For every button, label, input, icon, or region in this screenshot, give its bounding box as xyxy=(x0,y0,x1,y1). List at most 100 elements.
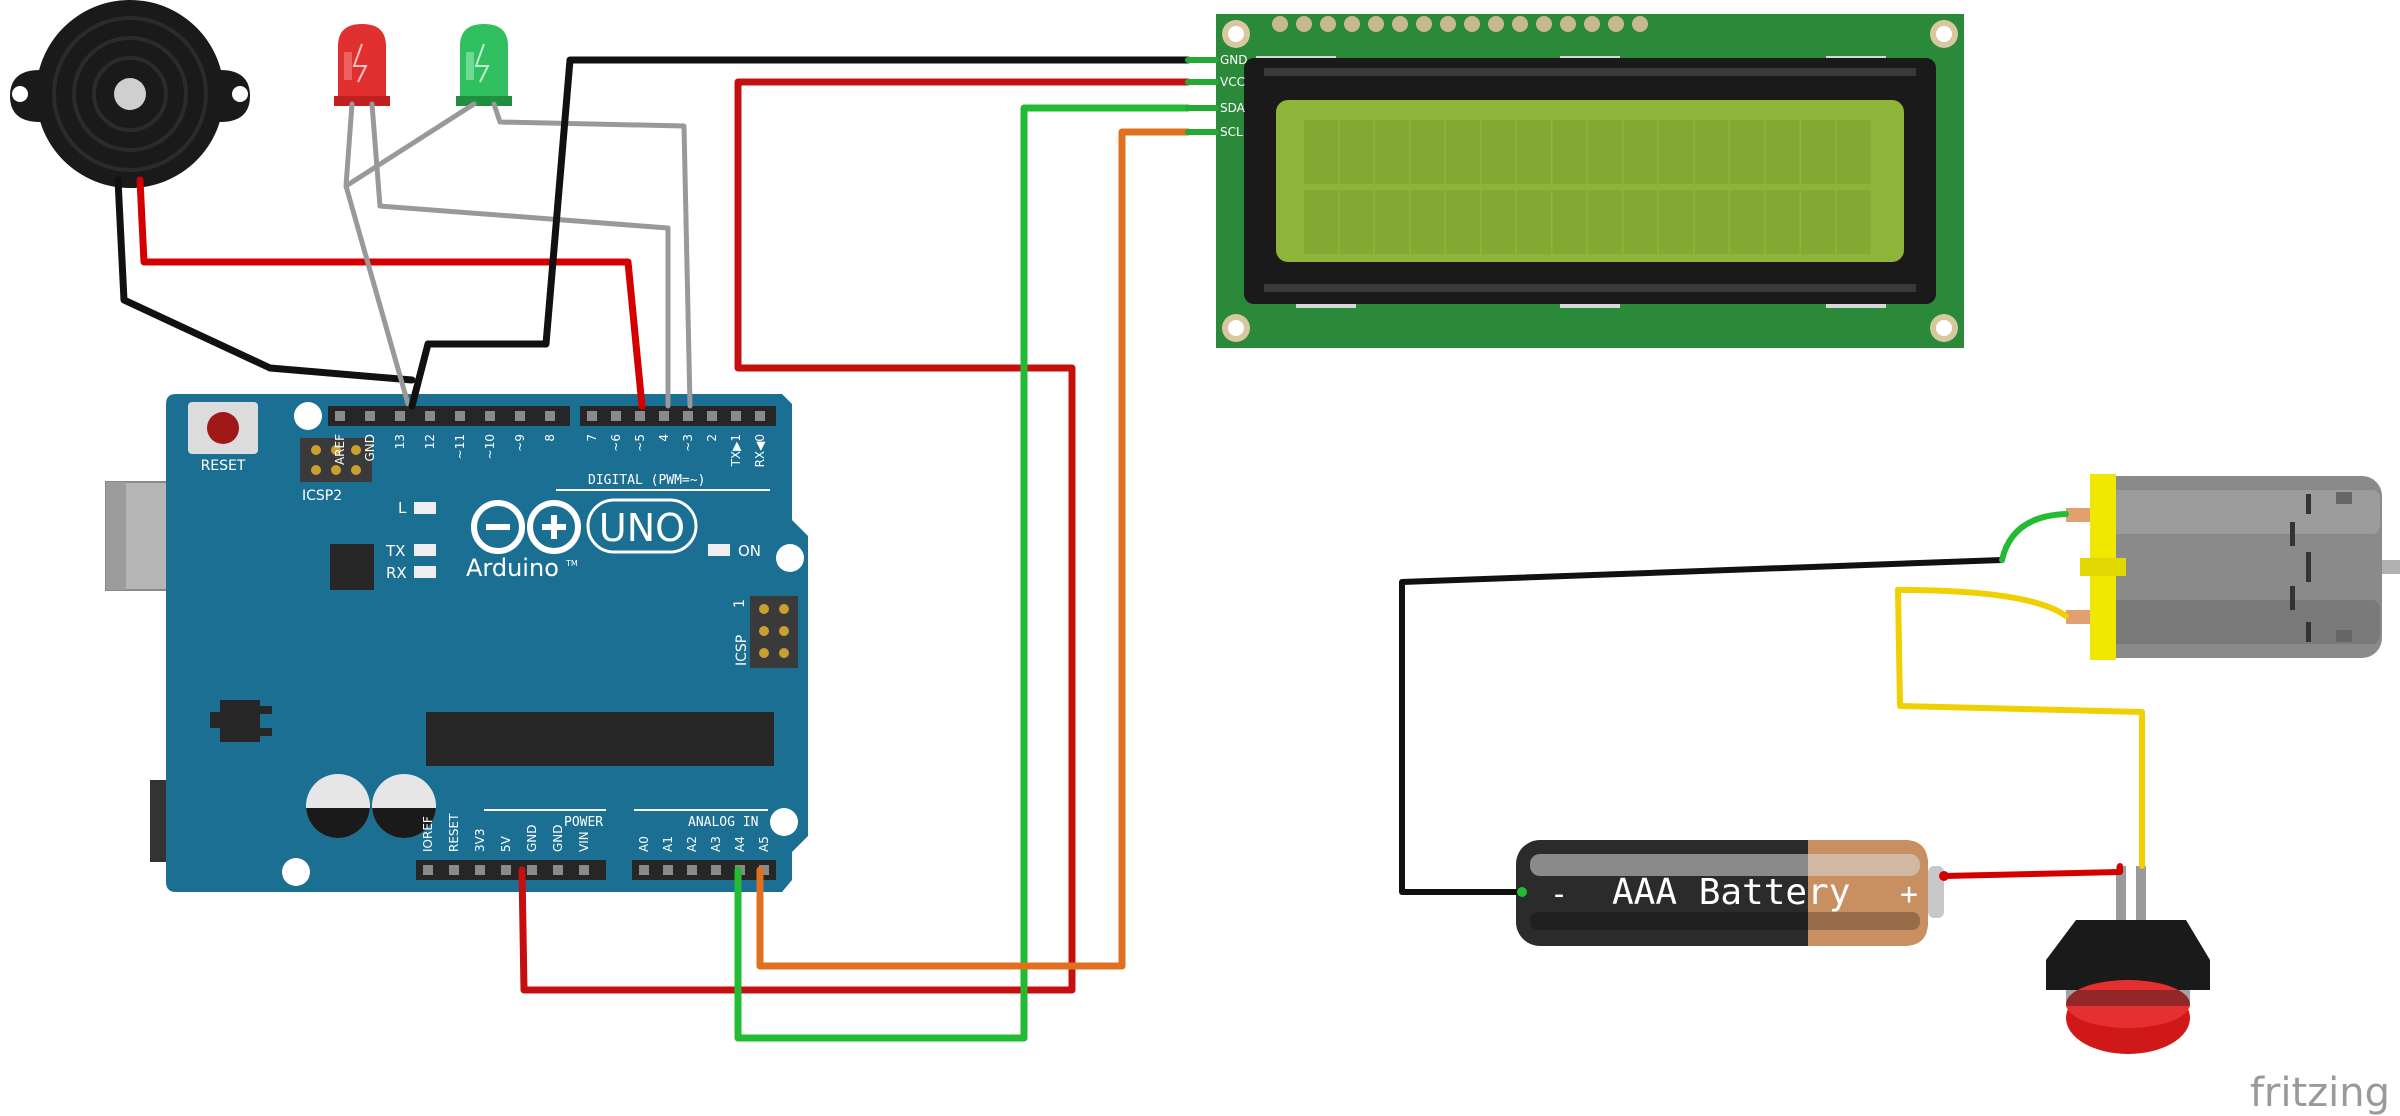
lcd-header-pin xyxy=(1488,16,1504,32)
header-pin[interactable] xyxy=(423,865,433,875)
lcd-header-pin xyxy=(1536,16,1552,32)
header-pin[interactable] xyxy=(579,865,589,875)
led-tx xyxy=(414,544,436,556)
lcd-header-pin xyxy=(1368,16,1384,32)
wire-buzzer-black[interactable] xyxy=(114,176,416,384)
piezo-buzzer[interactable] xyxy=(10,0,250,188)
wire-lcd-gnd[interactable] xyxy=(408,56,1192,410)
header-pin[interactable] xyxy=(455,411,465,421)
header-pin[interactable] xyxy=(365,411,375,421)
header-pin[interactable] xyxy=(659,411,669,421)
digital-pwm-label: DIGITAL (PWM=~) xyxy=(588,473,705,488)
lcd-char-cell xyxy=(1339,120,1374,184)
pin-label: A0 xyxy=(637,836,651,852)
lcd-char-cell xyxy=(1552,120,1587,184)
header-pin[interactable] xyxy=(485,411,495,421)
lcd-char-cell xyxy=(1375,190,1409,254)
lcd-pin-label: GND xyxy=(1220,53,1248,67)
pin-label: TX▶1 xyxy=(729,434,743,467)
header-pin[interactable] xyxy=(395,411,405,421)
lcd-header-pin xyxy=(1272,16,1288,32)
led-green[interactable] xyxy=(456,24,512,106)
led-red[interactable] xyxy=(334,24,390,106)
header-pin[interactable] xyxy=(731,411,741,421)
lcd-header-pin xyxy=(1440,16,1456,32)
reset-label: RESET xyxy=(201,458,246,474)
header-pin[interactable] xyxy=(683,411,693,421)
mounting-hole xyxy=(776,544,804,572)
header-pin[interactable] xyxy=(425,411,435,421)
aaa-battery[interactable]: - AAA Battery + xyxy=(1516,840,1944,946)
header-pin[interactable] xyxy=(587,411,597,421)
wire-motor-yellow-lead[interactable] xyxy=(1895,587,2069,619)
lcd-char-cell xyxy=(1304,120,1338,184)
led-rx xyxy=(414,566,436,578)
header-pin[interactable] xyxy=(527,865,537,875)
lcd-char-cell xyxy=(1517,120,1551,184)
pin-label: RESET xyxy=(447,813,461,852)
header-pin[interactable] xyxy=(635,411,645,421)
wire-motor-black[interactable] xyxy=(1399,557,2005,895)
lcd-char-cell xyxy=(1836,190,1871,254)
push-button[interactable] xyxy=(2046,866,2210,1054)
header-pin[interactable] xyxy=(449,865,459,875)
pin-label: 4 xyxy=(657,434,671,442)
header-pin[interactable] xyxy=(707,411,717,421)
wire-led-red-gray[interactable] xyxy=(369,101,671,409)
lcd-char-cell xyxy=(1694,190,1729,254)
pin-label: 2 xyxy=(705,434,719,442)
header-pin[interactable] xyxy=(545,411,555,421)
wire-lcd-sda[interactable] xyxy=(734,104,1192,1042)
led-tx-label: TX xyxy=(385,542,405,560)
wire-lcd-scl[interactable] xyxy=(756,128,1192,970)
analog-header xyxy=(632,860,776,880)
lcd-header-pin xyxy=(1512,16,1528,32)
header-pin[interactable] xyxy=(711,865,721,875)
icsp2-label: ICSP2 xyxy=(302,488,342,504)
header-pin[interactable] xyxy=(553,865,563,875)
arduino-trademark: TM xyxy=(565,559,578,568)
lcd-header-pin xyxy=(1632,16,1648,32)
wire-buzzer-red[interactable] xyxy=(136,176,646,410)
wire-battery-red[interactable] xyxy=(1941,863,2123,879)
reset-button-cap[interactable] xyxy=(207,412,239,444)
lcd-char-cell xyxy=(1588,120,1622,184)
lcd-char-cell xyxy=(1446,190,1480,254)
motor-terminal xyxy=(2066,610,2090,624)
wire-led-green-gray[interactable] xyxy=(491,101,693,409)
pin-label: A3 xyxy=(709,836,723,852)
usb-chip xyxy=(330,544,374,590)
led-on xyxy=(708,544,730,556)
pin-label: AREF xyxy=(333,434,347,465)
pin-label: GND xyxy=(525,824,539,852)
dc-motor[interactable] xyxy=(2066,474,2400,660)
lcd-char-cell xyxy=(1304,190,1338,254)
pin-label: 5V xyxy=(499,835,513,852)
lcd-header-pin xyxy=(1464,16,1480,32)
header-pin[interactable] xyxy=(663,865,673,875)
header-pin[interactable] xyxy=(515,411,525,421)
lcd-char-cell xyxy=(1481,120,1516,184)
atmega-chip xyxy=(426,712,774,766)
lcd-header-pin xyxy=(1392,16,1408,32)
header-pin[interactable] xyxy=(611,411,621,421)
lcd-header-pin xyxy=(1608,16,1624,32)
led-l-label: L xyxy=(398,499,407,517)
header-pin[interactable] xyxy=(335,411,345,421)
wire-lcd-vcc[interactable] xyxy=(518,78,1192,994)
header-pin[interactable] xyxy=(501,865,511,875)
wire-led-green-gray[interactable] xyxy=(343,101,477,189)
header-pin[interactable] xyxy=(639,865,649,875)
header-pin[interactable] xyxy=(687,865,697,875)
icsp-label: ICSP xyxy=(734,635,750,666)
header-pin[interactable] xyxy=(475,865,485,875)
pin-label: A1 xyxy=(661,836,675,852)
header-pin[interactable] xyxy=(759,865,769,875)
icsp-header xyxy=(750,596,798,668)
wire-motor-yellow[interactable] xyxy=(1895,587,2145,869)
lcd-header-pin xyxy=(1344,16,1360,32)
header-pin[interactable] xyxy=(755,411,765,421)
wire-motor-green-lead[interactable] xyxy=(1999,511,2069,563)
